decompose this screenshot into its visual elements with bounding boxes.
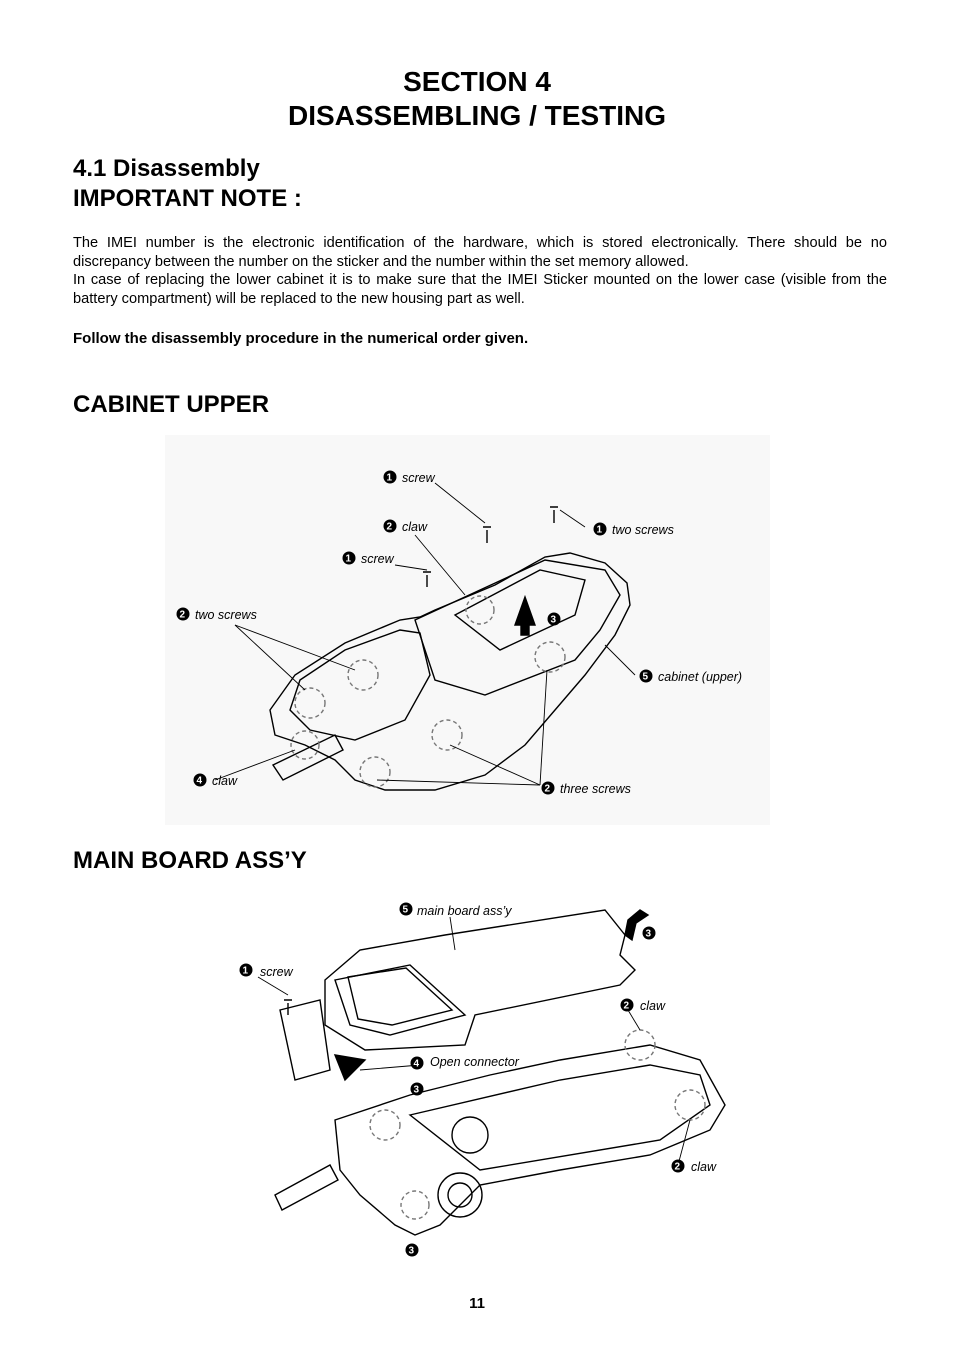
heading-important-note: IMPORTANT NOTE : [73, 185, 302, 212]
section-subtitle: DISASSEMBLING / TESTING [287, 100, 667, 131]
svg-text:screw: screw [260, 965, 294, 979]
heading-main-board: MAIN BOARD ASS’Y [73, 847, 307, 874]
callout-main-board-assy: 5 main board ass’y [399, 902, 512, 918]
callout-screw: 1 screw [239, 963, 294, 979]
callout-cabinet-upper: 5 cabinet (upper) [639, 669, 742, 684]
svg-text:3: 3 [414, 1085, 420, 1096]
svg-text:3: 3 [646, 929, 652, 940]
svg-text:three screws: three screws [560, 782, 631, 796]
svg-text:claw: claw [402, 520, 428, 534]
svg-text:3: 3 [551, 615, 557, 626]
svg-text:1: 1 [387, 473, 393, 484]
svg-text:4: 4 [414, 1059, 420, 1070]
callout-claw-top: 2 claw [620, 998, 666, 1013]
callout-claw-top: 2 claw [383, 519, 428, 534]
svg-text:2: 2 [545, 784, 551, 795]
svg-text:claw: claw [212, 774, 238, 788]
svg-text:3: 3 [409, 1246, 415, 1257]
heading-disassembly: 4.1 Disassembly [73, 155, 260, 182]
paragraph-imei: The IMEI number is the electronic identi… [73, 235, 887, 270]
callout-screw-left: 1 screw [342, 551, 395, 566]
main-board-diagram: 5 main board ass’y 3 1 screw 2 claw 4 Op… [239, 902, 726, 1257]
svg-text:cabinet (upper): cabinet (upper) [658, 670, 742, 684]
instruction-text: Follow the disassembly procedure in the … [73, 330, 529, 347]
callout-claw-bottom: 4 claw [193, 773, 238, 788]
callout-lift-board: 3 [642, 926, 656, 940]
paragraph-lower-cabinet: In case of replacing the lower cabinet i… [73, 272, 887, 307]
callout-screw-top: 1 screw [383, 470, 436, 485]
svg-text:5: 5 [643, 672, 649, 683]
svg-text:2: 2 [387, 522, 393, 533]
section-title: SECTION 4 [403, 66, 551, 97]
heading-cabinet-upper: CABINET UPPER [73, 391, 270, 418]
callout-lift-arrow: 3 [547, 612, 561, 626]
svg-text:1: 1 [243, 966, 249, 977]
callout-three-screws: 2 three screws [541, 781, 631, 796]
svg-text:two screws: two screws [195, 608, 257, 622]
svg-text:main board ass’y: main board ass’y [417, 904, 512, 918]
cabinet-upper-diagram: 1 screw 2 claw 1 screw 1 two screws 2 tw… [165, 435, 770, 825]
callout-open-connector: 4 Open connector [410, 1055, 520, 1070]
svg-text:screw: screw [402, 471, 436, 485]
svg-text:1: 1 [346, 554, 352, 565]
callout-two-screws-right: 1 two screws [593, 522, 674, 537]
svg-text:4: 4 [197, 776, 203, 787]
svg-text:1: 1 [597, 525, 603, 536]
svg-text:2: 2 [624, 1001, 630, 1012]
svg-text:screw: screw [361, 552, 395, 566]
svg-text:claw: claw [640, 999, 666, 1013]
svg-text:2: 2 [180, 610, 186, 621]
page-number: 11 [469, 1295, 485, 1312]
callout-claw-bottom: 2 claw [671, 1159, 717, 1174]
svg-text:2: 2 [675, 1162, 681, 1173]
svg-text:Open connector: Open connector [430, 1055, 520, 1069]
callout-two-screws-left: 2 two screws [176, 607, 257, 622]
svg-text:claw: claw [691, 1160, 717, 1174]
callout-step-3-middle: 3 [410, 1082, 424, 1096]
svg-text:5: 5 [403, 905, 409, 916]
svg-text:two screws: two screws [612, 523, 674, 537]
callout-step-3-bottom: 3 [405, 1243, 419, 1257]
